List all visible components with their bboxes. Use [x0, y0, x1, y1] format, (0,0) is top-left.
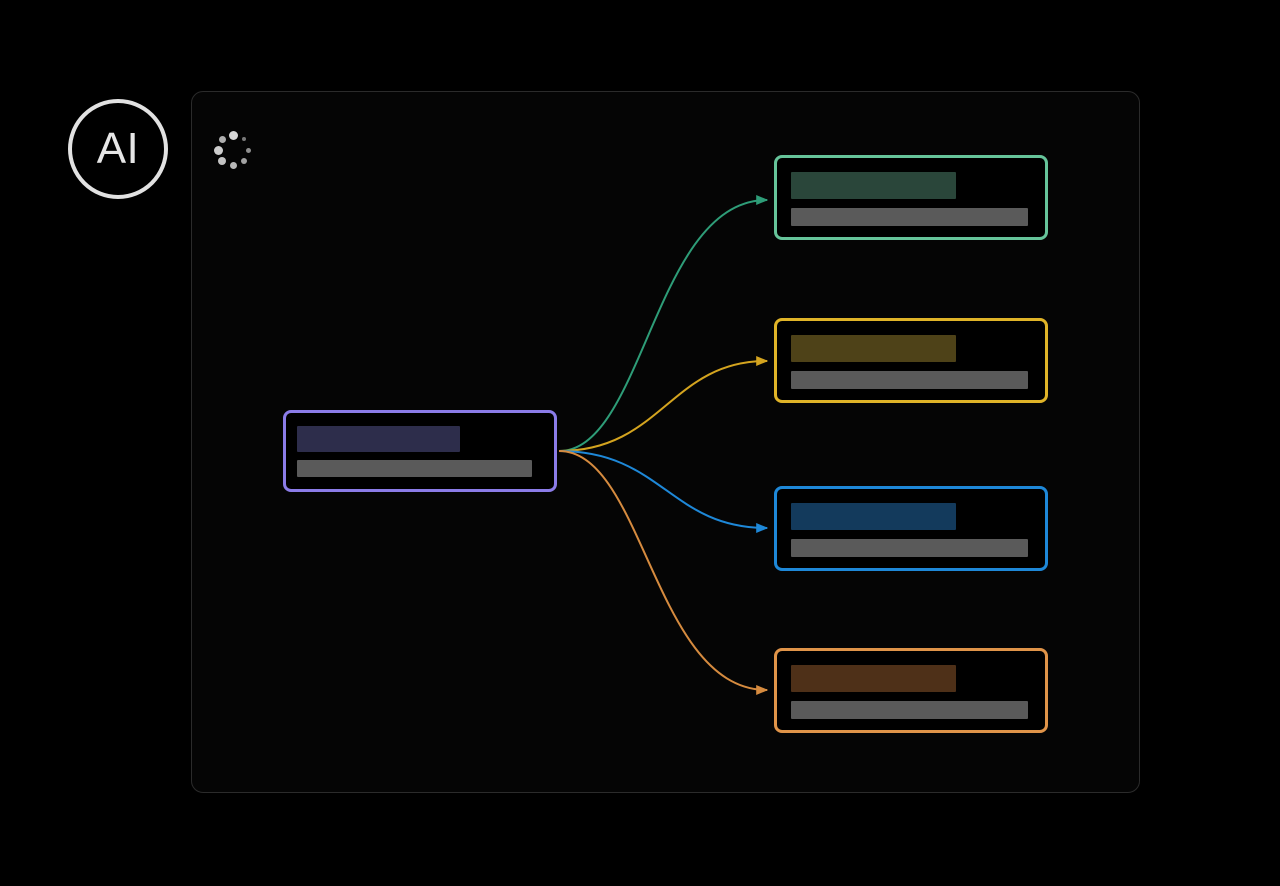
spinner-dot-7: [218, 135, 226, 143]
loading-spinner-icon: [211, 128, 255, 172]
ai-logo: AI: [68, 99, 168, 199]
edge-source-orange: [558, 450, 769, 696]
source-node[interactable]: [283, 410, 557, 492]
source-node-title-bar: [297, 426, 460, 452]
target-node-blue-sub-bar: [791, 539, 1028, 557]
spinner-dot-0: [228, 130, 238, 140]
ai-logo-text: AI: [96, 124, 140, 173]
edge-source-blue: [558, 450, 769, 534]
spinner-dot-4: [229, 161, 237, 169]
edge-source-yellow: [558, 355, 769, 452]
target-node-green[interactable]: [774, 155, 1048, 240]
target-node-blue-title-bar: [791, 503, 956, 530]
target-node-yellow[interactable]: [774, 318, 1048, 403]
spinner-dot-1: [241, 137, 246, 142]
target-node-yellow-title-bar: [791, 335, 956, 362]
target-node-orange-sub-bar: [791, 701, 1028, 719]
edge-source-green: [558, 194, 769, 452]
target-node-green-title-bar: [791, 172, 956, 199]
target-node-green-sub-bar: [791, 208, 1028, 226]
target-node-orange-title-bar: [791, 665, 956, 692]
spinner-dot-3: [240, 157, 247, 164]
spinner-dot-2: [245, 147, 251, 153]
target-node-orange[interactable]: [774, 648, 1048, 733]
spinner-dot-5: [218, 156, 227, 165]
target-node-yellow-sub-bar: [791, 371, 1028, 389]
target-node-blue[interactable]: [774, 486, 1048, 571]
spinner-dot-6: [213, 145, 223, 155]
flow-canvas-panel[interactable]: [191, 91, 1140, 793]
source-node-sub-bar: [297, 460, 532, 477]
